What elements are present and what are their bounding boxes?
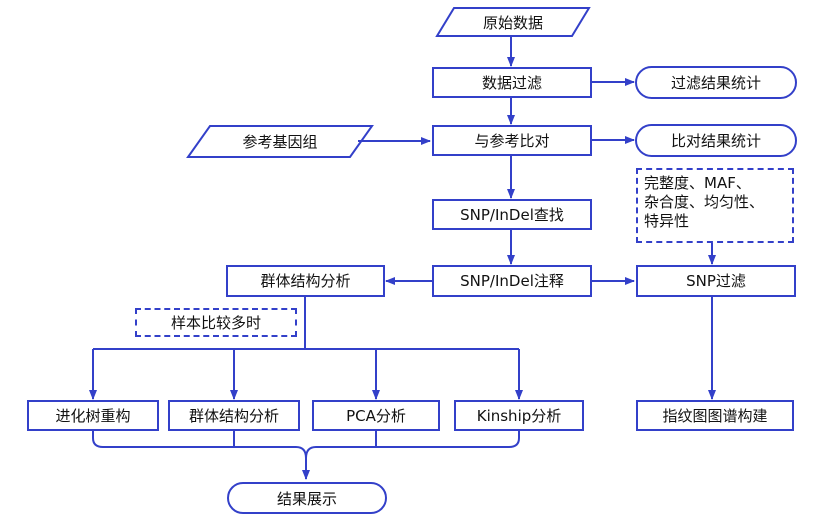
filter-stats-label: 过滤结果统计 <box>670 74 761 92</box>
snp-find-box: SNP/InDel查找 <box>432 199 592 230</box>
raw-data-shape <box>435 7 591 37</box>
edge-merge-to-results <box>92 431 310 480</box>
results-shape <box>227 482 387 514</box>
snp-annotate-box: SNP/InDel注释 <box>432 265 592 297</box>
snp-filter-box: SNP过滤 <box>636 265 796 297</box>
population-structure-2-box: 群体结构分析 <box>168 400 300 431</box>
data-filter-box: 数据过滤 <box>432 67 592 98</box>
fingerprint-box: 指纹图图谱构建 <box>636 400 794 431</box>
align-reference-box: 与参考比对 <box>432 125 592 156</box>
reference-genome-shape <box>186 125 374 158</box>
kinship-box: Kinship分析 <box>454 400 584 431</box>
filter-criteria-note: 完整度、MAF、 杂合度、均匀性、 特异性 <box>636 168 794 243</box>
criteria-line-1: 完整度、MAF、 <box>644 174 751 192</box>
criteria-line-2: 杂合度、均匀性、 <box>644 193 765 211</box>
pca-box: PCA分析 <box>312 400 440 431</box>
edge-merge-right <box>305 431 520 459</box>
raw-data-label: 原始数据 <box>482 13 543 32</box>
filter-stats-shape <box>635 66 797 99</box>
align-stats-shape <box>635 124 797 157</box>
results-label: 结果展示 <box>276 489 337 508</box>
phylo-tree-box: 进化树重构 <box>27 400 159 431</box>
reference-genome-label: 参考基因组 <box>242 133 318 151</box>
many-samples-note: 样本比较多时 <box>135 308 297 337</box>
population-structure-box: 群体结构分析 <box>226 265 385 297</box>
align-stats-label: 比对结果统计 <box>670 132 761 150</box>
criteria-line-3: 特异性 <box>644 212 690 230</box>
